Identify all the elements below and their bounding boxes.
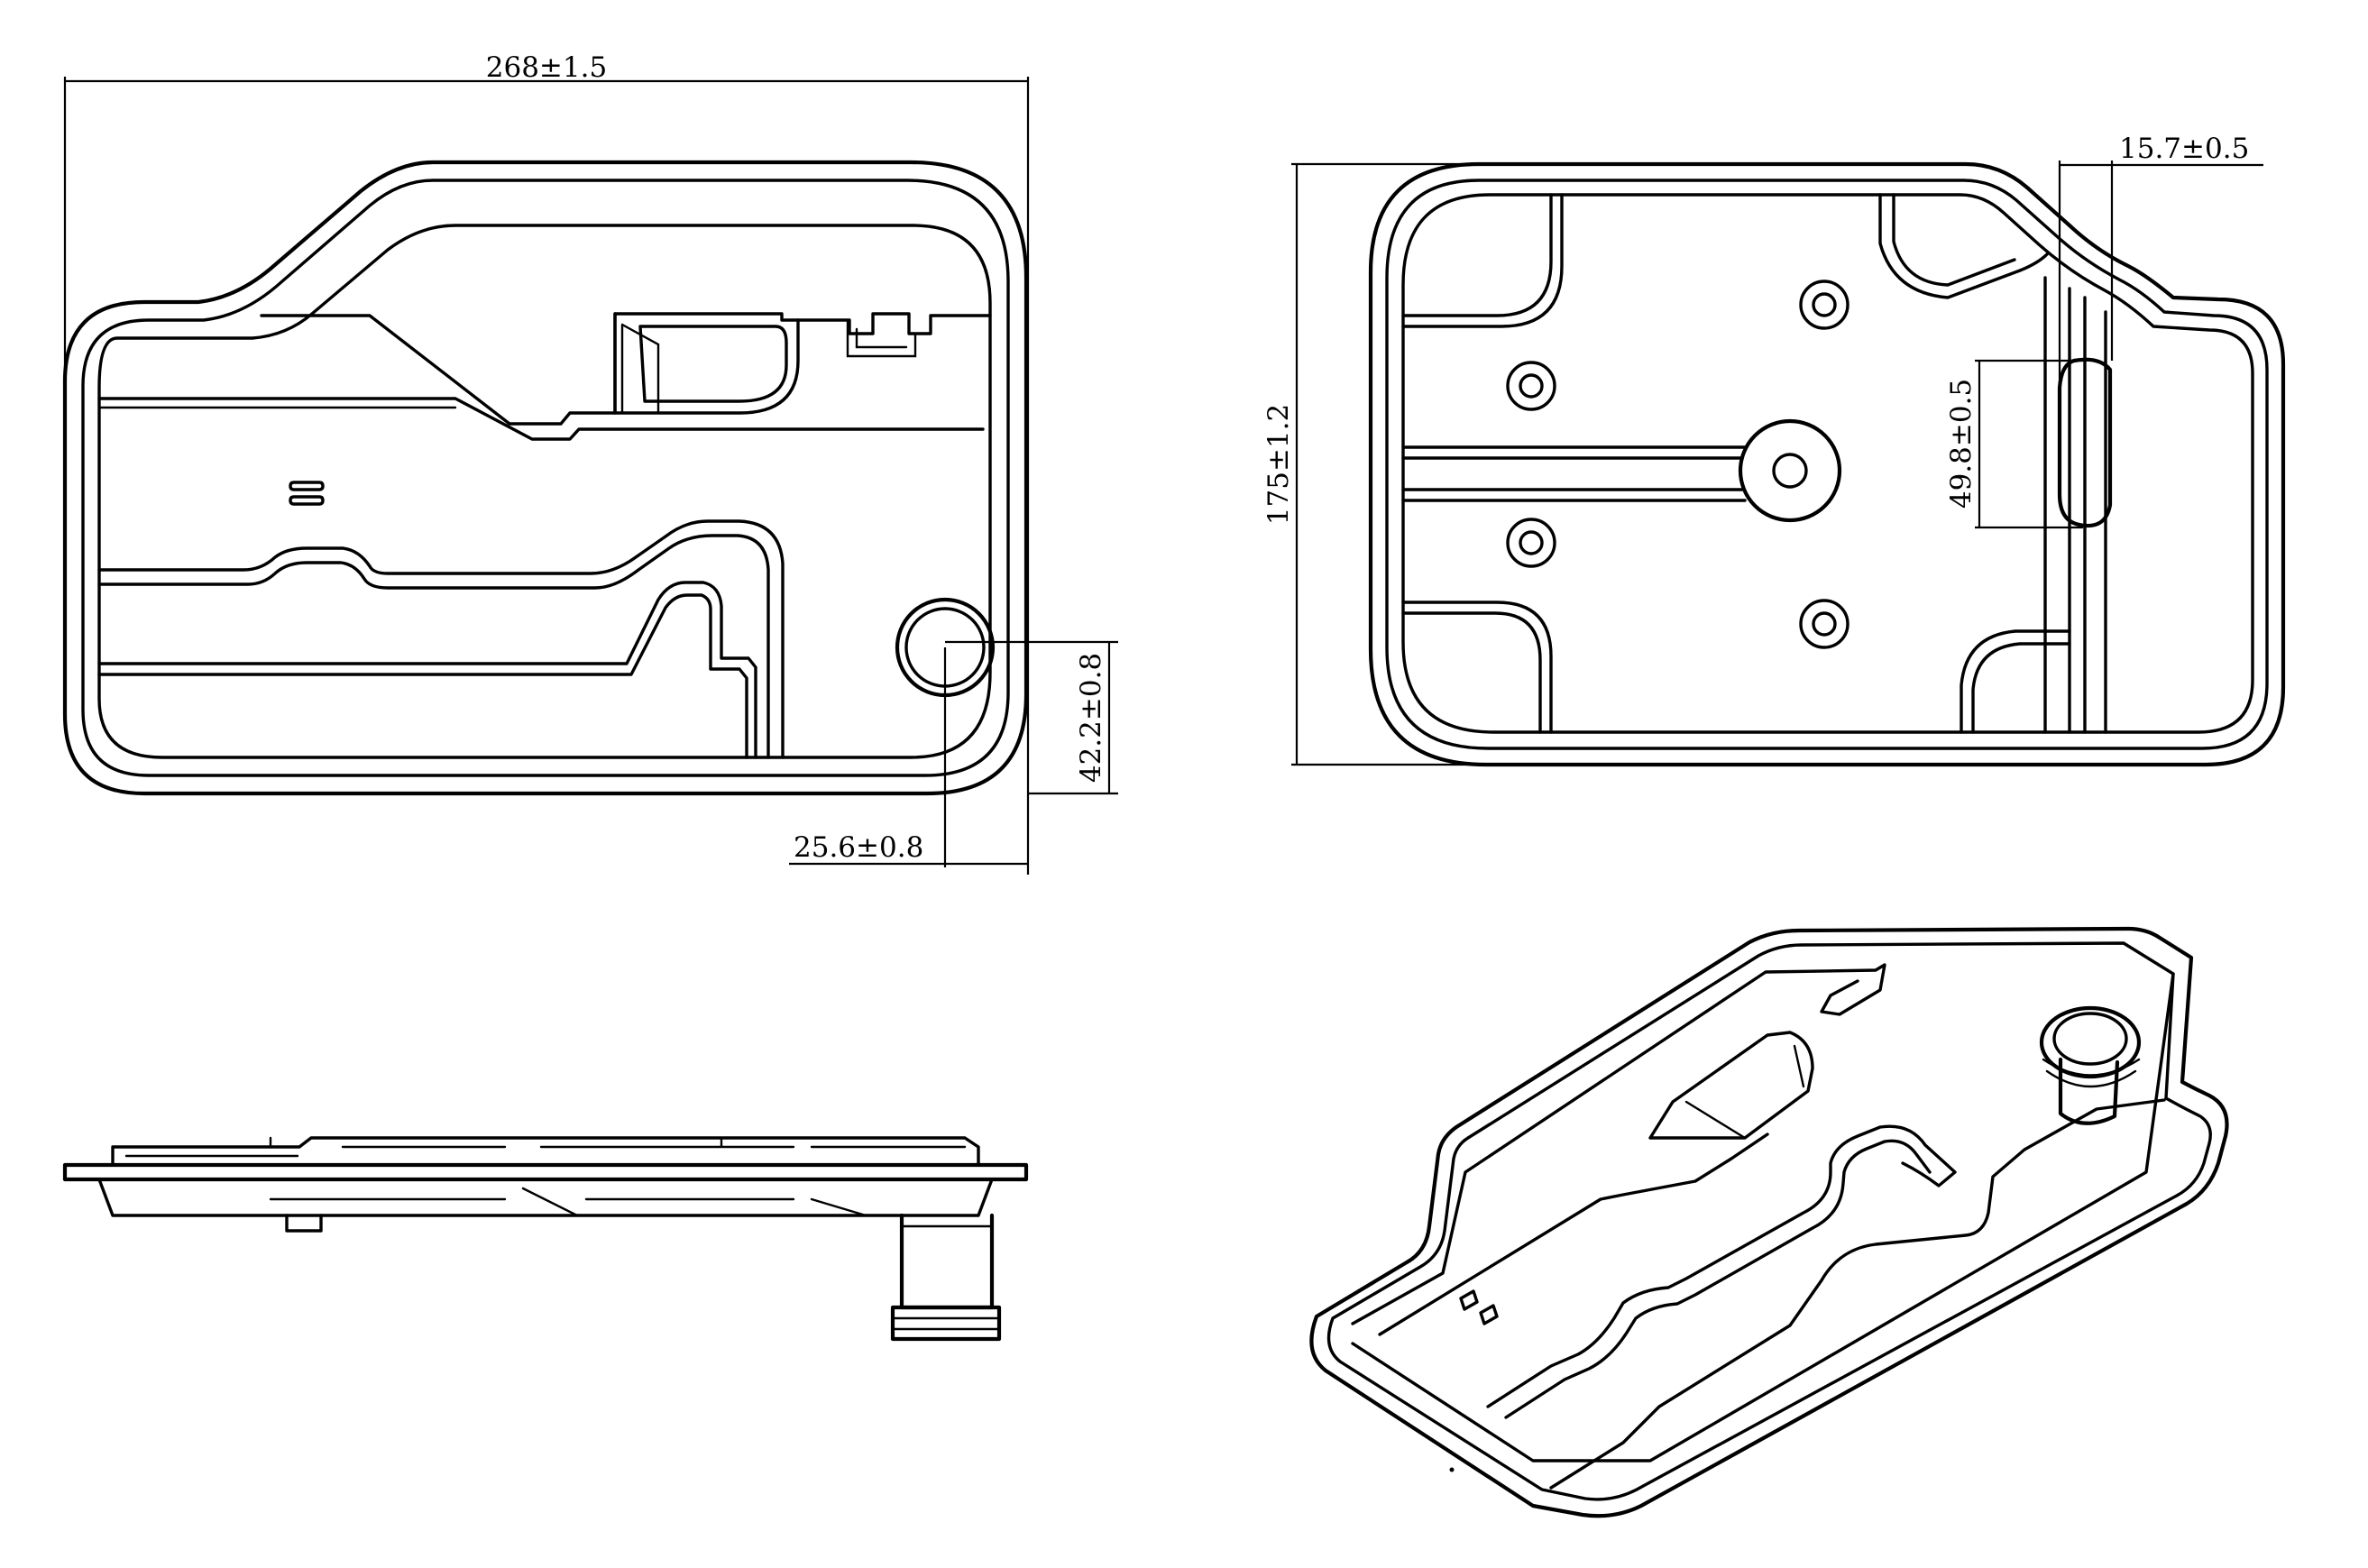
side-view-top: [111, 1136, 980, 1167]
dim-notch-depth-label: 15.7±0.5: [2119, 133, 2249, 165]
iso-outer-outline: [1309, 926, 2229, 1518]
bottom-view-boss-1: [1799, 280, 1849, 330]
dim-overall-width: 175±1.2: [1262, 162, 1486, 766]
bottom-view-center-hole: [1772, 453, 1808, 489]
dim-outlet-offset-y-label: 42.2±0.8: [1075, 653, 1107, 783]
iso-outlet-rim: [2039, 1005, 2142, 1079]
side-view-outlet-collar: [890, 1305, 1002, 1342]
bottom-view-pad-top-right: [1878, 193, 2049, 299]
dim-notch-height: 49.8±0.5: [1945, 359, 2083, 529]
bottom-view-boss-4-hole: [1812, 611, 1837, 637]
iso-cavity: [1351, 963, 2175, 1463]
top-view-upper-rib-top: [99, 323, 660, 415]
iso-outlet-opening: [2052, 1012, 2128, 1066]
iso-lower-rib-inner: [1504, 1139, 1932, 1419]
side-view-bottom: [97, 1178, 994, 1217]
top-view-lower-rib: [97, 519, 785, 759]
top-view-outer-outline: [62, 160, 1029, 796]
iso-slot-2: [1479, 1304, 1499, 1325]
bottom-view-center-rib: [1401, 445, 1747, 502]
top-view-pocket-shade: [846, 318, 917, 358]
bottom-view-boss-2-hole: [1519, 373, 1544, 399]
bottom-view-boss-3-hole: [1519, 530, 1544, 555]
top-view-upper-rib: [260, 312, 992, 426]
bottom-view-outer-outline: [1368, 161, 2286, 767]
bottom-view-center-boss: [1738, 418, 1842, 523]
dim-notch-depth: 15.7±0.5: [2058, 133, 2263, 397]
top-view-lower-channel-inner: [97, 593, 748, 759]
iso-rim-inner: [1326, 941, 2212, 1501]
iso-pocket: [1648, 1031, 1814, 1140]
top-view-slot-1: [289, 481, 325, 491]
top-view-pocket: [613, 312, 800, 415]
iso-pocket-lines: [1684, 1044, 1805, 1140]
dim-overall-length-label: 268±1.5: [486, 51, 607, 84]
dim-outlet-offset-x-label: 25.6±0.8: [794, 831, 923, 864]
side-view-bottom-lines: [269, 1187, 867, 1217]
isometric-view: [1309, 926, 2229, 1518]
dim-outlet-offset-x: 25.6±0.8: [789, 647, 1028, 867]
iso-lower-rib: [1486, 1124, 1957, 1408]
side-view-outlet-ring: [891, 1224, 1001, 1331]
top-view-lower-rib-inner: [97, 534, 770, 759]
bottom-view-pad-top-left: [1401, 193, 1564, 328]
side-view-flange: [62, 1162, 1029, 1182]
bottom-view-boss-1-hole: [1812, 292, 1837, 317]
bottom-view-boss-3: [1506, 518, 1556, 568]
bottom-view-boss-2: [1506, 361, 1556, 411]
top-view: [62, 160, 1029, 796]
side-view: [62, 1136, 1029, 1342]
bottom-view-pad-bottom-left: [1401, 601, 1553, 734]
side-view-boss: [285, 1214, 323, 1233]
side-view-outlet-tube: [899, 1213, 995, 1310]
bottom-view-right-rail: [2043, 276, 2107, 734]
iso-channel: [1549, 1098, 2166, 1490]
bottom-view-cavity: [1401, 193, 2254, 734]
bottom-view-oval-notch: [2057, 357, 2113, 528]
iso-dot: [1449, 1467, 1455, 1472]
iso-outlet-ring: [2042, 1058, 2141, 1088]
dim-overall-width-label: 175±1.2: [1262, 404, 1295, 525]
bottom-view-rim-inner: [1385, 179, 2269, 750]
bottom-view: [1368, 161, 2286, 767]
side-view-top-lines: [124, 1136, 967, 1158]
top-view-slot-2: [289, 495, 325, 506]
dim-outlet-offset-y: 42.2±0.8: [945, 640, 1118, 795]
top-view-rim-inner-line: [81, 179, 1010, 777]
bottom-view-boss-4: [1799, 599, 1849, 649]
iso-outlet-tube: [2058, 1057, 2120, 1125]
iso-slot-1: [1459, 1289, 1479, 1311]
iso-upper-rib: [1378, 1132, 1769, 1336]
top-view-lower-channel: [97, 581, 757, 759]
top-view-upper-rib-edge: [97, 397, 985, 441]
dim-notch-height-label: 49.8±0.5: [1945, 379, 1978, 509]
dim-overall-length: 268±1.5: [63, 51, 1030, 875]
bottom-view-pad-bottom-right: [1960, 629, 2071, 734]
top-view-cavity-outline: [97, 224, 992, 759]
